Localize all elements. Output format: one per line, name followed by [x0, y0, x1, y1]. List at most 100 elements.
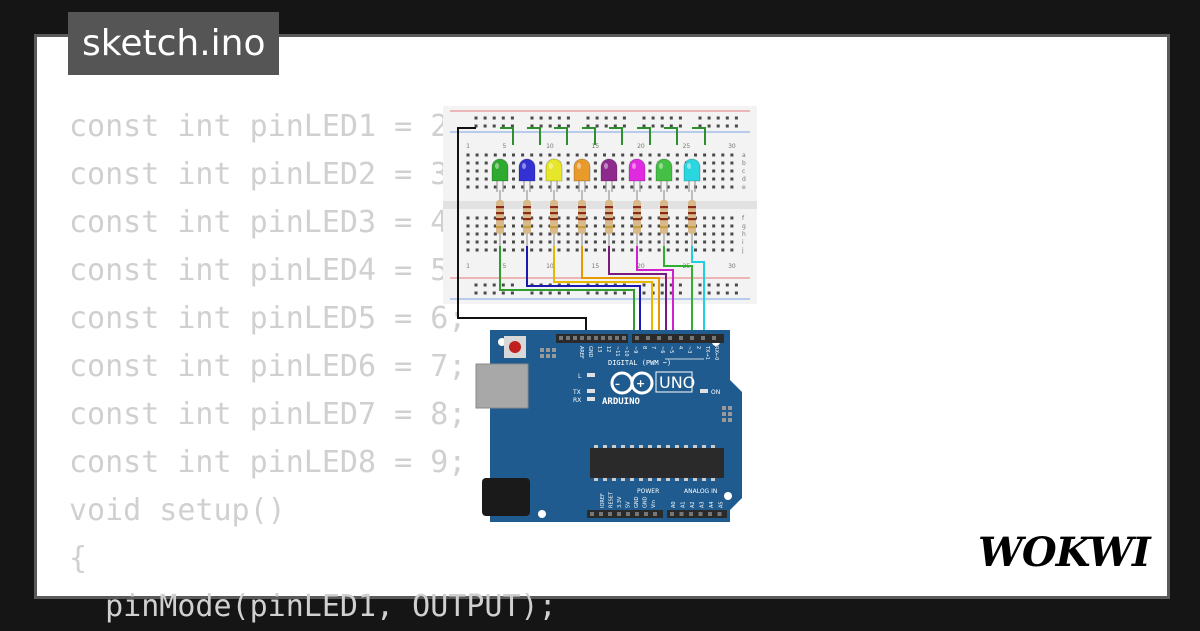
hole [539, 240, 543, 244]
column-label: 10 [546, 143, 554, 150]
rail-hole [716, 291, 720, 295]
hole [575, 224, 579, 228]
row-label: b [742, 160, 746, 167]
hole [721, 153, 725, 157]
hole [548, 153, 552, 157]
resistor-band [550, 212, 558, 215]
hole [512, 248, 515, 252]
resistor-band [660, 226, 668, 229]
hole [694, 240, 697, 244]
resistor [496, 200, 504, 234]
hole [466, 224, 470, 228]
rail-hole [725, 291, 729, 295]
rail-hole [586, 124, 590, 128]
hole [521, 153, 525, 157]
hole [530, 216, 534, 220]
hole [684, 240, 688, 244]
led-highlight [687, 163, 691, 169]
header-pin [635, 512, 639, 516]
rail-hole [501, 291, 505, 295]
model-name: UNO [659, 373, 695, 392]
hole [712, 161, 716, 165]
signal-wire [553, 246, 653, 336]
signal-wires [499, 246, 705, 336]
hole [539, 177, 543, 181]
hole [666, 224, 670, 228]
rail-hole [474, 116, 478, 120]
hole [493, 153, 497, 157]
hole [575, 240, 579, 244]
file-name-tab[interactable]: sketch.ino [68, 12, 280, 75]
chip-pin [639, 478, 643, 481]
hole [475, 177, 479, 181]
hole [657, 153, 661, 157]
header-pin [622, 336, 626, 340]
hole [721, 161, 725, 165]
chip-pin [711, 445, 715, 448]
hole [466, 240, 470, 244]
hole [721, 224, 725, 228]
rail-hole [604, 116, 608, 120]
rail-hole [613, 291, 617, 295]
signal-wire [526, 246, 641, 336]
rail-hole [622, 124, 626, 128]
rail-hole [678, 116, 682, 120]
hole [694, 153, 697, 157]
resistor-band [605, 218, 613, 221]
plus-icon: + [636, 377, 645, 390]
icsp-pin [540, 348, 544, 352]
rail-hole [501, 116, 505, 120]
hole [593, 240, 597, 244]
hole [575, 185, 579, 189]
rail-hole [725, 116, 729, 120]
hole [575, 248, 579, 252]
hole [502, 224, 506, 228]
file-name: sketch.ino [82, 23, 266, 64]
ground-wire [554, 127, 568, 145]
reset-button[interactable] [509, 341, 521, 353]
hole [475, 224, 479, 228]
hole [657, 240, 661, 244]
rail-hole [642, 291, 646, 295]
header-pin [580, 336, 584, 340]
header-pin [566, 336, 570, 340]
hole [493, 185, 497, 189]
resistor-band [496, 226, 504, 229]
digital-header [556, 334, 724, 343]
hole [712, 248, 716, 252]
hole [557, 216, 561, 220]
hole [730, 185, 734, 189]
ground-wire [609, 127, 623, 145]
hole [621, 224, 625, 228]
led [518, 158, 536, 182]
ground-wire [582, 127, 596, 145]
resistor-band [688, 226, 696, 229]
hole [593, 153, 597, 157]
resistor-band [523, 206, 531, 209]
hole [630, 248, 634, 252]
header-pin [559, 336, 563, 340]
hole [484, 177, 488, 181]
hole [703, 153, 707, 157]
hole [675, 232, 679, 236]
hole [666, 185, 670, 189]
hole [612, 216, 616, 220]
column-label: 5 [502, 263, 506, 270]
hole [475, 153, 479, 157]
icsp-header [540, 348, 556, 358]
hole [675, 216, 679, 220]
hole [493, 224, 497, 228]
rail-hole [501, 283, 505, 287]
wokwi-logo: WOKWI [978, 529, 1153, 576]
hole [566, 185, 570, 189]
icsp-pin [722, 406, 726, 410]
pin-label: GND [587, 346, 593, 358]
hole [721, 240, 725, 244]
chip-pins [594, 445, 715, 481]
center-channel [443, 201, 757, 209]
hole [648, 248, 652, 252]
hole [548, 224, 552, 228]
rail-hole [474, 124, 478, 128]
